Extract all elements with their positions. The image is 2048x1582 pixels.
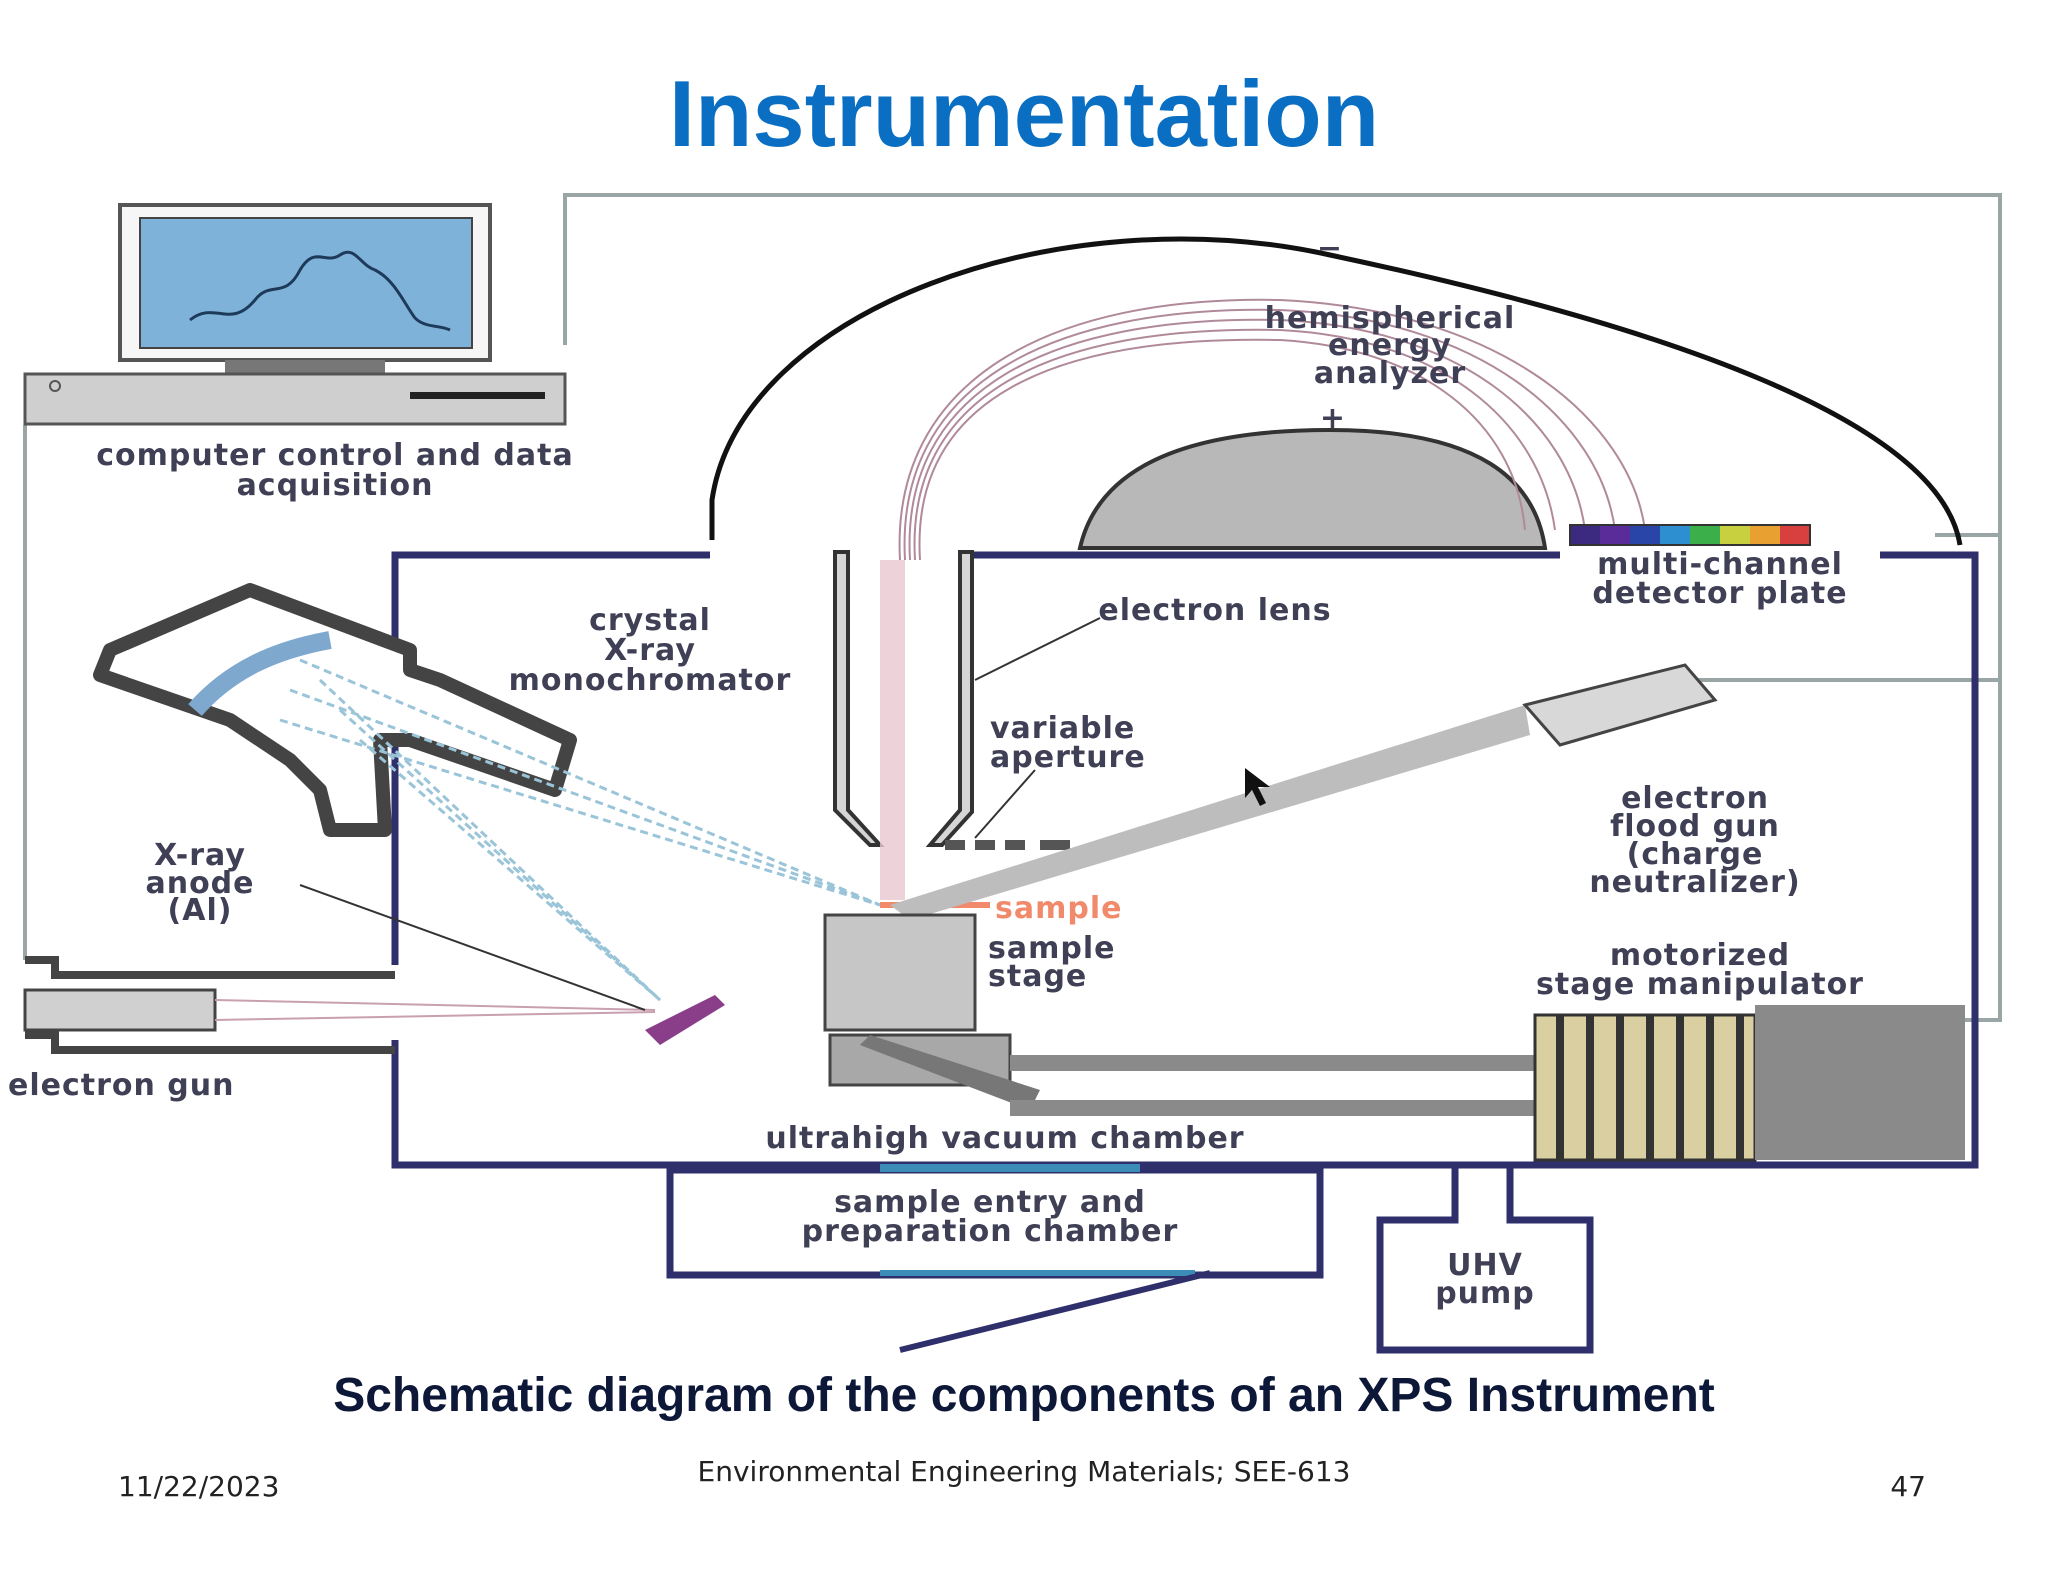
label-aperture: variable aperture	[990, 711, 1146, 775]
footer-page-number: 47	[1890, 1470, 1926, 1503]
label-pump: UHV pump	[1435, 1248, 1535, 1311]
svg-text:(charge: (charge	[1627, 837, 1764, 872]
svg-text:acquisition: acquisition	[237, 468, 434, 503]
svg-text:variable: variable	[990, 711, 1135, 746]
stage-manipulator	[1010, 1005, 1965, 1162]
detector-frame	[1569, 524, 1811, 546]
svg-text:crystal: crystal	[589, 603, 711, 638]
svg-text:hemispherical: hemispherical	[1265, 301, 1516, 336]
detector-channel	[1570, 525, 1600, 545]
label-computer: computer control and data acquisition	[96, 438, 573, 503]
label-electron-lens: electron lens	[1098, 593, 1331, 628]
svg-text:sample: sample	[988, 931, 1115, 966]
label-monochromator: crystal X-ray monochromator	[509, 603, 792, 698]
crystal-monochromator	[93, 583, 577, 837]
detector-channel	[1600, 525, 1630, 545]
svg-text:flood gun: flood gun	[1610, 809, 1780, 844]
photoelectron-beam	[880, 560, 905, 900]
svg-text:detector plate: detector plate	[1592, 576, 1847, 611]
detector-channel	[1720, 525, 1750, 545]
svg-text:pump: pump	[1435, 1276, 1535, 1311]
detector-channel	[1750, 525, 1780, 545]
detector-channel	[1780, 525, 1810, 545]
detector-channel	[1660, 525, 1690, 545]
label-flood-gun: electron flood gun (charge neutralizer)	[1589, 781, 1800, 900]
label-analyzer: hemispherical energy analyzer	[1265, 301, 1516, 391]
svg-text:stage: stage	[988, 959, 1087, 994]
svg-text:neutralizer): neutralizer)	[1589, 865, 1800, 900]
analyzer-outer-hemisphere	[709, 236, 1963, 546]
footer-course: Environmental Engineering Materials; SEE…	[697, 1455, 1351, 1488]
label-sample: sample	[995, 891, 1122, 926]
electron-flood-gun	[1522, 663, 1718, 747]
control-wiring	[23, 193, 2002, 1022]
detector-channel	[1690, 525, 1720, 545]
svg-text:aperture: aperture	[990, 740, 1146, 775]
label-stage: sample stage	[988, 931, 1115, 994]
analyzer-inner-hemisphere	[1077, 427, 1548, 550]
svg-text:energy: energy	[1328, 328, 1452, 363]
svg-text:preparation chamber: preparation chamber	[802, 1214, 1179, 1249]
x-ray-anode	[645, 995, 725, 1045]
svg-text:motorized: motorized	[1610, 938, 1790, 973]
mouse-cursor-icon	[1245, 768, 1270, 806]
svg-text:monochromator: monochromator	[509, 663, 792, 698]
electron-gun	[23, 956, 656, 1054]
label-detector: multi-channel detector plate	[1592, 547, 1847, 611]
uhv-pump	[1376, 1165, 1594, 1354]
leader-lines	[299, 617, 1101, 1011]
svg-text:UHV: UHV	[1447, 1248, 1523, 1283]
slide-title: Instrumentation	[668, 61, 1380, 166]
variable-aperture	[945, 840, 1070, 850]
footer-date: 11/22/2023	[118, 1470, 280, 1503]
svg-text:analyzer: analyzer	[1314, 356, 1466, 391]
svg-text:multi-channel: multi-channel	[1597, 547, 1843, 582]
label-entry-chamber: sample entry and preparation chamber	[802, 1185, 1179, 1249]
label-electron-gun: electron gun	[8, 1068, 235, 1103]
detector-channel	[1630, 525, 1660, 545]
multi-channel-detector	[1569, 524, 1811, 546]
svg-text:electron: electron	[1621, 781, 1769, 816]
computer-icon	[23, 203, 567, 426]
svg-text:stage manipulator: stage manipulator	[1536, 967, 1864, 1002]
svg-text:computer control and data: computer control and data	[96, 438, 573, 473]
svg-text:sample entry and: sample entry and	[834, 1185, 1146, 1220]
x-ray-beams	[279, 658, 881, 1002]
figure-caption: Schematic diagram of the components of a…	[333, 1369, 1715, 1422]
label-chamber: ultrahigh vacuum chamber	[765, 1121, 1244, 1156]
uhv-chamber-wall	[391, 551, 1979, 1169]
sample-entry-chamber	[666, 1164, 1324, 1353]
svg-text:anode: anode	[145, 866, 254, 901]
label-minus: −	[1317, 231, 1343, 266]
sample-stage	[823, 913, 1040, 1110]
label-anode: X-ray anode (Al)	[145, 838, 254, 928]
electron-trajectories	[898, 298, 1646, 561]
svg-text:(Al): (Al)	[168, 893, 233, 928]
svg-text:X-ray: X-ray	[154, 838, 246, 873]
label-manipulator: motorized stage manipulator	[1536, 938, 1864, 1002]
label-plus: +	[1320, 401, 1346, 436]
flood-gun-beam	[890, 705, 1530, 920]
svg-text:X-ray: X-ray	[604, 633, 696, 668]
